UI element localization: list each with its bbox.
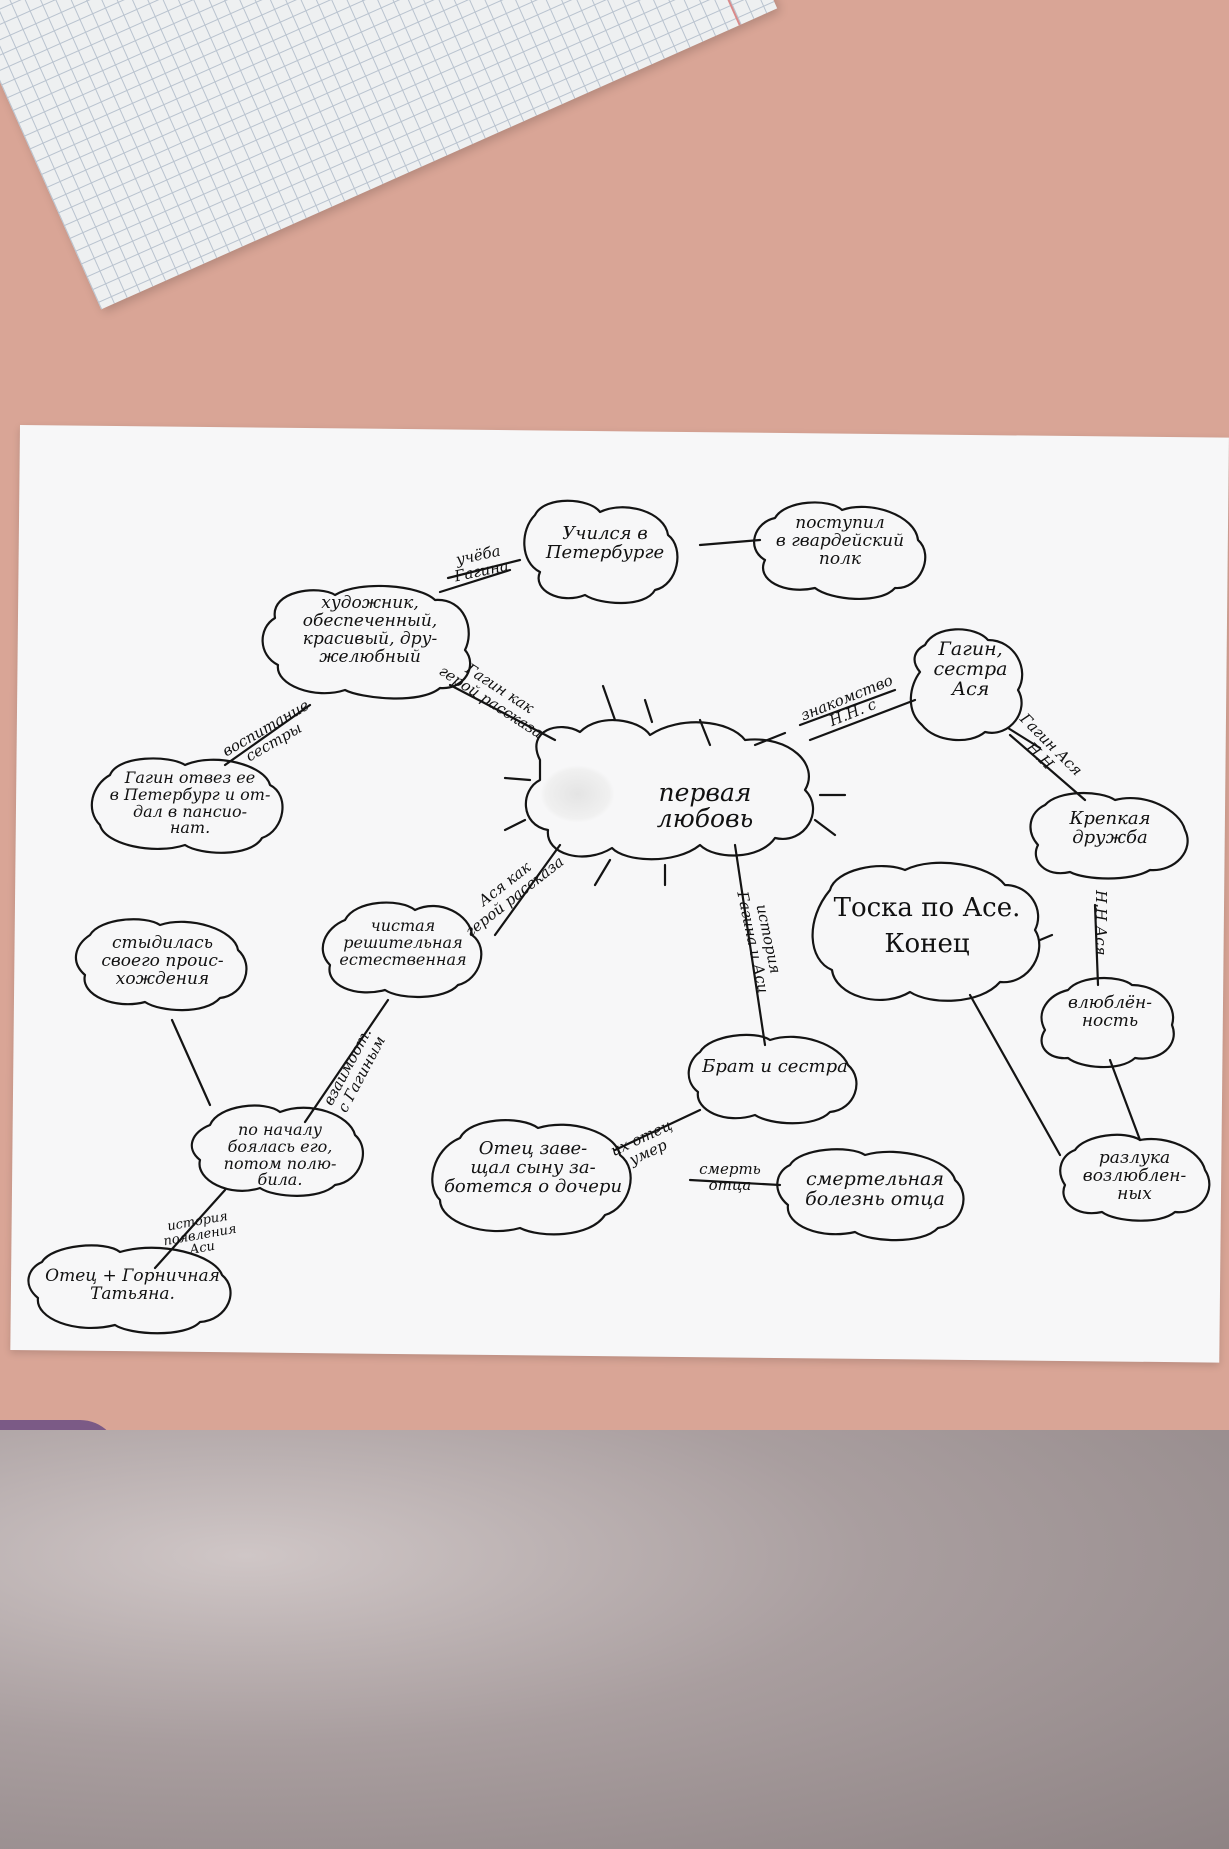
fluffy-blanket — [0, 1430, 1229, 1849]
node-friendship: Крепкая дружба — [1069, 808, 1151, 848]
connectors — [153, 538, 1142, 1270]
node-separation: разлука возлюблен- ных — [1082, 1148, 1187, 1204]
father-illness-cloud — [776, 1148, 965, 1242]
artist-cloud — [261, 584, 472, 700]
inlove-cloud — [1040, 976, 1175, 1069]
edge-father-death: смерть отца — [699, 1160, 761, 1194]
regiment-cloud — [753, 501, 927, 600]
center-cloud — [524, 718, 815, 861]
node-gagin-sister: Гагин, сестра Ася — [933, 638, 1008, 700]
node-father-maid: Отец + Горничная Татьяна. — [45, 1266, 220, 1304]
node-regiment: поступил в гвардейский полк — [775, 513, 905, 569]
study-cloud — [523, 499, 679, 605]
node-ashamed: стыдилась своего проис- хождения — [101, 933, 224, 989]
node-study: Учился в Петербурге — [545, 523, 665, 563]
took-her-cloud — [90, 757, 284, 854]
father-asked-cloud — [431, 1119, 632, 1236]
center-rays — [503, 684, 847, 887]
brother-sister-cloud — [687, 1033, 858, 1125]
node-brother-sister: Брат и сестра — [702, 1056, 848, 1077]
node-feared: по началу боялась его, потом полю- била. — [223, 1120, 337, 1190]
father-maid-cloud — [27, 1244, 232, 1335]
feared-cloud — [190, 1104, 364, 1197]
correction-fluid-mark — [540, 765, 615, 823]
gagin-sister-cloud — [909, 628, 1024, 742]
ashamed-cloud — [74, 918, 248, 1012]
node-longing: Тоска по Асе. Конец — [833, 893, 1021, 960]
node-artist: художник, обеспеченный, красивый, дру- ж… — [302, 593, 438, 667]
node-clean: чистая решительная естественная — [339, 916, 467, 969]
friendship-cloud — [1029, 791, 1189, 880]
longing-cloud — [811, 861, 1041, 1002]
center-topic: первая любовь — [656, 778, 754, 834]
node-father-asked: Отец заве- щал сыну за- ботется о дочери — [443, 1138, 623, 1197]
edge-nn-asya: Н.Н Ася — [1091, 890, 1110, 956]
node-inlove: влюблён- ность — [1068, 993, 1152, 1031]
label-underlines — [446, 558, 1042, 750]
clean-cloud — [321, 901, 483, 998]
node-took-her: Гагин отвез ее в Петербург и от- дал в п… — [109, 768, 271, 838]
node-father-illness: смертельная болезнь отца — [805, 1168, 945, 1210]
